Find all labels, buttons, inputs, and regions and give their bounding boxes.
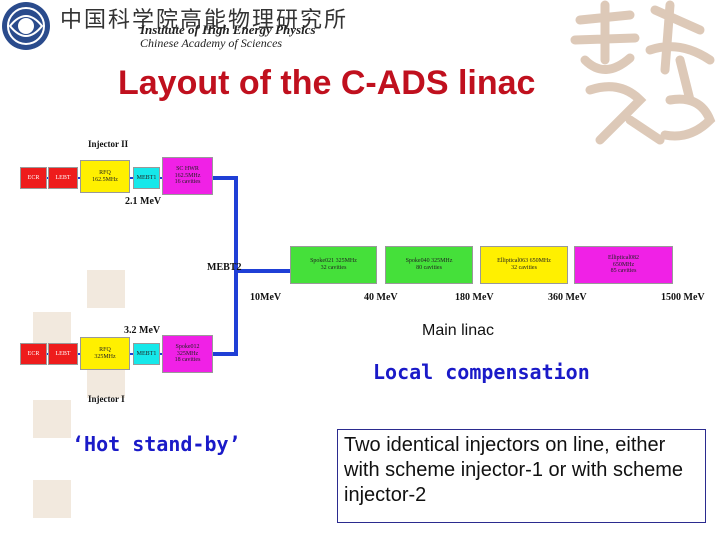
main-section-spoke040: Spoke040 325MHz 80 cavities <box>385 246 473 284</box>
hot-standby-label: ‘Hot stand-by’ <box>72 432 241 456</box>
energy-label: 40 MeV <box>364 292 398 303</box>
energy-label: 1500 MeV <box>661 292 705 303</box>
sc-section-frequency: 325MHz <box>176 350 199 357</box>
main-linac-label: Main linac <box>422 322 495 339</box>
decorative-stamp <box>87 270 125 308</box>
rfq-frequency: 162.5MHz <box>92 176 118 183</box>
injector-note-box: Two identical injectors on line, either … <box>337 429 706 523</box>
sc-section-frequency: 162.5MHz <box>174 172 201 179</box>
rfq-frequency: 325MHz <box>94 353 116 360</box>
local-compensation-label: Local compensation <box>373 360 590 384</box>
mebt1-label: MEBT1 <box>136 174 157 181</box>
injector1-rfq-box: RFQ 325MHz <box>80 337 130 370</box>
sc-section-cavities: 18 cavities <box>174 357 201 364</box>
ecr-label: ECR <box>27 350 40 357</box>
institute-name-english: Institute of High Energy Physics <box>140 22 316 37</box>
rfq-label: RFQ <box>99 346 111 353</box>
injector1-label: Injector I <box>88 394 125 404</box>
injector1-spoke012-box: Spoke012 325MHz 18 cavities <box>162 335 213 373</box>
section-name: Spoke021 325MHz <box>310 258 357 265</box>
injector-note-text: Two identical injectors on line, either … <box>344 434 684 506</box>
rfq-label: RFQ <box>99 169 111 176</box>
section-name: Spoke040 325MHz <box>405 258 453 265</box>
injector1-mebt1-box: MEBT1 <box>133 343 160 365</box>
section-name: Elliptical063 650MHz <box>497 258 551 265</box>
injector2-mebt1-box: MEBT1 <box>133 167 160 189</box>
mebt2-label: MEBT2 <box>207 262 242 273</box>
lebt-label: LEBT <box>55 174 71 181</box>
section-cavities: 80 cavities <box>416 265 442 271</box>
injector1-ecr-box: ECR <box>20 343 47 365</box>
academy-name-english: Chinese Academy of Sciences <box>140 36 283 50</box>
injector2-lebt-box: LEBT <box>48 167 78 189</box>
mebt1-label: MEBT1 <box>136 350 157 357</box>
injector1-lebt-box: LEBT <box>48 343 78 365</box>
section-cavities: 32 cavities <box>320 265 347 271</box>
ecr-label: ECR <box>27 174 40 181</box>
energy-label: 180 MeV <box>455 292 494 303</box>
injector2-beamline <box>213 176 292 273</box>
injector1-beamline <box>213 271 238 356</box>
calligraphy-watermark <box>570 0 716 145</box>
section-cavities: 32 cavities <box>511 265 537 271</box>
injector2-rfq-box: RFQ 162.5MHz <box>80 160 130 193</box>
injector2-energy: 2.1 MeV <box>125 196 162 207</box>
energy-label: 360 MeV <box>548 292 587 303</box>
section-frequency: 650MHz <box>612 261 635 268</box>
injector1-energy: 3.2 MeV <box>124 325 161 336</box>
page-title: Layout of the C-ADS linac <box>118 64 536 102</box>
sc-section-cavities: 16 cavities <box>174 179 201 186</box>
injector2-label: Injector II <box>88 139 129 149</box>
main-section-elliptical082: Elliptical082 650MHz 85 cavities <box>574 246 673 284</box>
sc-section-name: SC HWR <box>176 165 199 172</box>
main-section-spoke021: Spoke021 325MHz 32 cavities <box>290 246 377 284</box>
institute-name-chinese: 中国科学院高能物理研究所 <box>60 8 349 33</box>
energy-label: 10MeV <box>250 292 282 303</box>
decorative-stamp <box>33 480 71 518</box>
lebt-label: LEBT <box>55 350 71 357</box>
ihep-logo <box>2 2 50 50</box>
section-name: Elliptical082 <box>608 254 639 261</box>
section-cavities: 85 cavities <box>610 268 637 275</box>
injector2-ecr-box: ECR <box>20 167 47 189</box>
injector2-sc-hwr-box: SC HWR 162.5MHz 16 cavities <box>162 157 213 195</box>
sc-section-name: Spoke012 <box>175 343 200 350</box>
main-section-elliptical063: Elliptical063 650MHz 32 cavities <box>480 246 568 284</box>
decorative-stamp <box>33 400 71 438</box>
